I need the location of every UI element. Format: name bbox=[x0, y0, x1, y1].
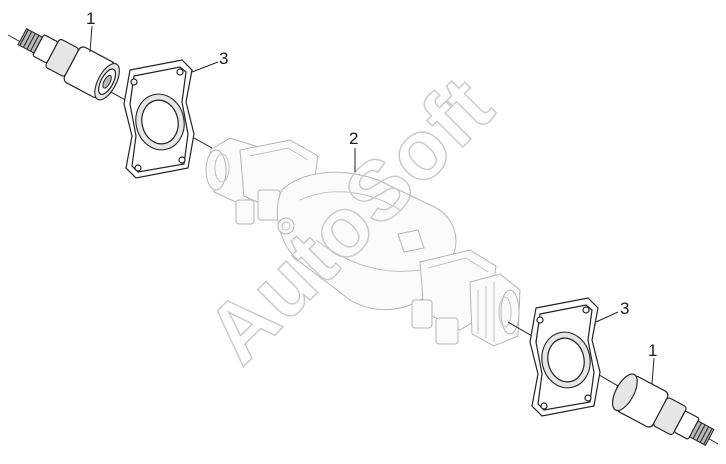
callout-1-bottom: 1 bbox=[648, 341, 657, 360]
spindle-part-top-left bbox=[17, 28, 120, 101]
leader-line-3-top bbox=[191, 61, 219, 73]
leader-line-1-bottom bbox=[651, 357, 655, 385]
flange-part-bottom-right bbox=[529, 297, 601, 417]
axle-housing bbox=[205, 137, 521, 347]
callout-2: 2 bbox=[349, 129, 358, 148]
spindle-part-bottom-right bbox=[612, 373, 715, 446]
flange-part-top-left bbox=[123, 59, 195, 179]
leader-line-1-top bbox=[89, 25, 93, 53]
callout-3-bottom: 3 bbox=[620, 299, 629, 318]
callout-1-top: 1 bbox=[86, 9, 95, 28]
callout-3-top: 3 bbox=[219, 49, 228, 68]
leader-line-3-bottom bbox=[595, 311, 619, 323]
